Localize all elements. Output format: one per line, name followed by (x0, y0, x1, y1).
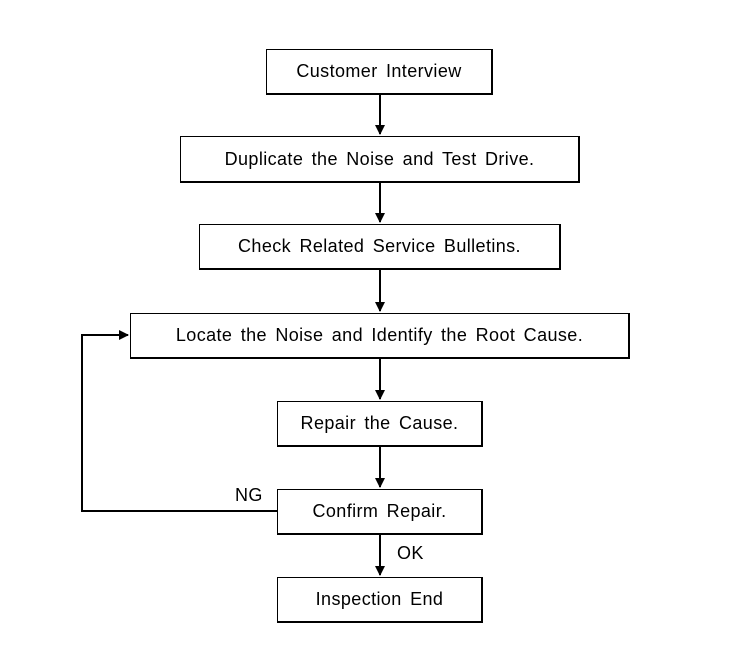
branch-label-ng: NG (235, 485, 263, 505)
step-inspection-end: Inspection End (277, 577, 483, 623)
step-label: Customer Interview (296, 61, 462, 81)
step-locate-noise: Locate the Noise and Identify the Root C… (130, 313, 630, 359)
step-check-bulletins: Check Related Service Bulletins. (199, 224, 561, 270)
step-label: Confirm Repair. (312, 501, 447, 521)
branch-label-ok: OK (397, 543, 424, 563)
arrow-ng-loop-back (81, 330, 277, 512)
step-label: Check Related Service Bulletins. (238, 236, 521, 256)
step-customer-interview: Customer Interview (266, 49, 493, 95)
step-duplicate-noise: Duplicate the Noise and Test Drive. (180, 136, 580, 183)
step-label: Duplicate the Noise and Test Drive. (224, 148, 535, 169)
step-label: Repair the Cause. (300, 413, 459, 433)
step-repair-cause: Repair the Cause. (277, 401, 483, 447)
step-confirm-repair: Confirm Repair. (277, 489, 483, 535)
step-label: Inspection End (315, 589, 444, 609)
step-label: Locate the Noise and Identify the Root C… (175, 325, 584, 345)
